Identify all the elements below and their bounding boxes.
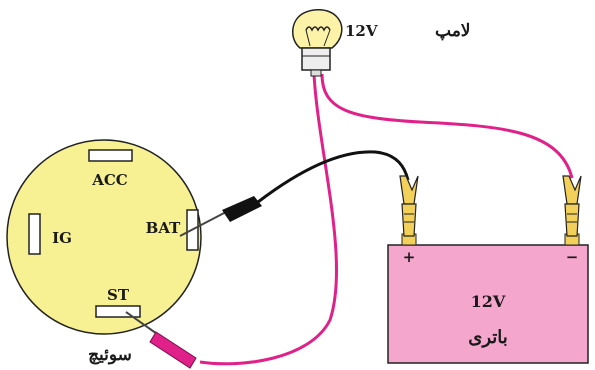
wire-lamp-to-battery-negative <box>320 73 574 179</box>
battery-voltage-label: 12V <box>471 292 506 311</box>
switch-body <box>6 139 202 335</box>
clip-negative <box>562 175 582 237</box>
probe-st-handle <box>149 331 197 369</box>
ig-terminal <box>28 213 41 255</box>
wire-lamp-to-switch-st <box>199 73 338 366</box>
clip-positive <box>399 175 419 237</box>
probe-handle <box>222 196 262 222</box>
switch-name-label: سوئیچ <box>88 345 132 365</box>
st-label: ST <box>107 286 130 304</box>
acc-label: ACC <box>91 171 128 189</box>
test-probe-st <box>125 311 197 369</box>
ignition-switch: ACC IG BAT ST سوئیچ <box>6 139 202 365</box>
ig-label: IG <box>52 229 72 247</box>
battery-body <box>387 244 589 364</box>
bat-label: BAT <box>146 219 181 237</box>
probe-st-needle <box>125 311 161 337</box>
battery-name-label: باتری <box>468 327 508 348</box>
st-terminal <box>95 305 141 318</box>
battery-negative-symbol: − <box>566 248 579 266</box>
lamp: 12V لامپ <box>292 9 471 77</box>
lamp-base <box>301 47 331 71</box>
wire-probe-to-battery-positive <box>257 150 410 204</box>
lamp-name-label: لامپ <box>435 21 471 41</box>
test-probe-bat <box>179 196 262 237</box>
battery-positive-symbol: + <box>403 248 416 266</box>
lamp-voltage-label: 12V <box>345 22 378 40</box>
lamp-filament <box>305 26 331 32</box>
battery: + − 12V باتری <box>387 233 589 364</box>
probe-needle <box>179 211 227 237</box>
acc-terminal <box>88 149 133 162</box>
